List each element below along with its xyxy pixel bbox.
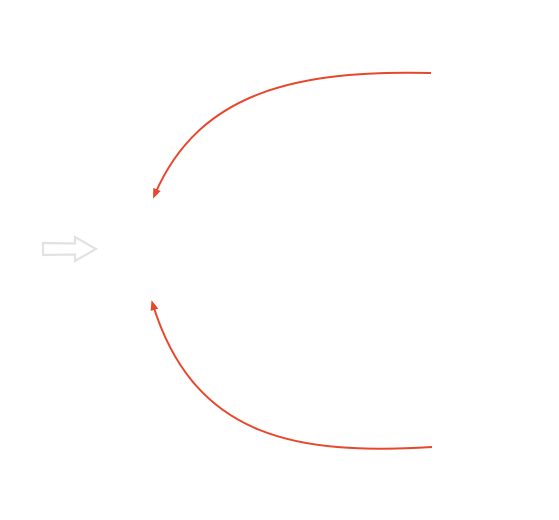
upper-curved-arrow <box>153 71 432 199</box>
hollow-right-arrow-icon <box>41 235 99 263</box>
lower-curved-arrow <box>150 300 433 450</box>
